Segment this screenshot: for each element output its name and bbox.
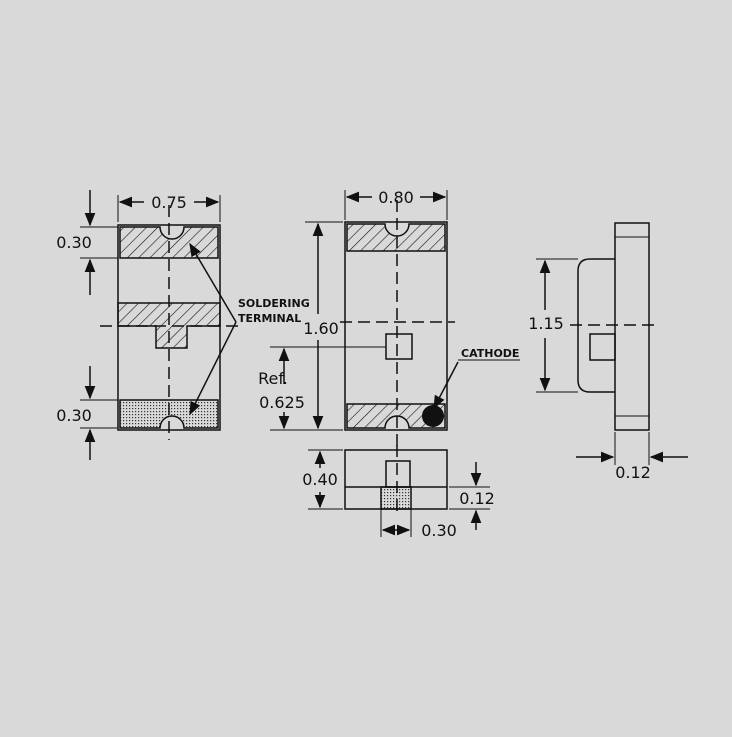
top-length-label: 1.60 [303, 319, 339, 338]
end-pad-label: 0.30 [421, 521, 457, 540]
cathode-callout: CATHODE [433, 347, 520, 410]
top-outline [344, 221, 448, 431]
top-upper-pad [346, 223, 446, 252]
top-die [385, 333, 413, 360]
cathode-mark [422, 405, 444, 427]
end-inner-label: 0.12 [459, 489, 495, 508]
end-view: 0.40 0.12 0.30 [302, 445, 495, 540]
cathode-label: CATHODE [461, 347, 519, 360]
end-height-label: 0.40 [302, 470, 338, 489]
top-width-label: 0.80 [378, 188, 414, 207]
soldering-terminal-callout: SOLDERING TERMINAL [189, 242, 310, 416]
profile-view: 1.15 0.12 [528, 222, 688, 482]
side-view: 0.75 0.30 0.30 [56, 190, 240, 460]
terminal-label: TERMINAL [238, 312, 301, 325]
top-lower-pad [346, 403, 446, 429]
top-view: 0.80 1.60 Ref. 0.625 [258, 188, 455, 450]
side-bottom-terminal-label: 0.30 [56, 406, 92, 425]
ref-label: Ref. [258, 369, 288, 388]
end-pad [380, 486, 412, 510]
profile-substrate [614, 222, 650, 431]
profile-die [589, 333, 616, 361]
side-top-terminal-label: 0.30 [56, 233, 92, 252]
side-body [117, 302, 221, 349]
end-lens [385, 460, 411, 488]
profile-height-label: 1.15 [528, 314, 564, 333]
ref-value-label: 0.625 [259, 393, 305, 412]
profile-depth-label: 0.12 [615, 463, 651, 482]
side-width-label: 0.75 [151, 193, 187, 212]
soldering-label: SOLDERING [238, 297, 310, 310]
